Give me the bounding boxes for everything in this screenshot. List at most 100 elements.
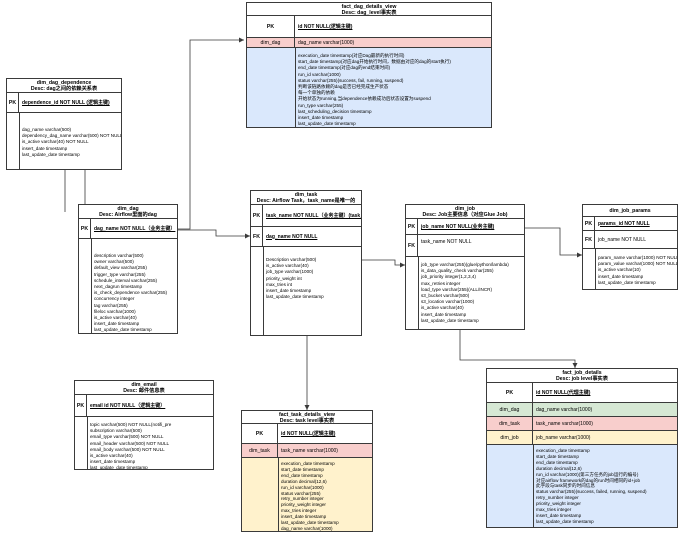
field-line: insert_date timestamp: [94, 321, 140, 327]
field-line: schedule_interval varchar(255): [94, 277, 158, 283]
field-line: last_update_date timestamp: [536, 518, 594, 524]
pk-field: email id NOT NULL（逻辑主键）: [90, 403, 166, 409]
dim-task-table[interactable]: dim_task Desc: Airflow Task，task_name是唯一…: [250, 190, 362, 336]
pk-field: dag_name NOT NULL（业务主键）: [94, 226, 176, 232]
pk-row: PK id NOT NULL(逻辑主键): [247, 16, 491, 38]
field-line: is_active varchar(40): [94, 315, 137, 321]
dim-job-params-table[interactable]: dim_job_params PK params_id NOT NULL FK …: [582, 204, 678, 290]
field-line: param_name varchar(1000) NOT NULL: [598, 255, 678, 260]
pk-row: PK job_name NOT NULL(业务主键): [406, 219, 524, 235]
field-line: email_header varchar(500) NOT NULL: [90, 440, 170, 446]
dim-email-table[interactable]: dim_email Desc: 邮件信息表 PK email id NOT NU…: [74, 380, 214, 470]
dim-dag-table[interactable]: dim_dag Desc: Airflow里面的dag PK dag_name …: [78, 204, 178, 334]
field-line: topic varchar(500) NOT NULL(notifi_pre: [90, 422, 172, 427]
fk-field: task_name NOT NULL: [421, 239, 472, 245]
table-description: Desc: dag_level事实表: [341, 10, 397, 17]
field-line: retry_number integer: [536, 495, 579, 501]
table-header: dim_email Desc: 邮件信息表: [75, 381, 213, 395]
fk-row: FK dag_name NOT NULL: [251, 227, 361, 247]
pk-field: id NOT NULL(逻辑主键): [281, 431, 336, 437]
field-line: run_id varchar(1000)(第三方任务的job运行的编号): [536, 471, 639, 477]
field-line: status varchar(255): [281, 490, 321, 496]
field-list: execution_date timestamp(对应Dag最新的执行时间)st…: [298, 53, 451, 127]
field-line: status varchar(255)(success, failed, run…: [536, 489, 647, 495]
fk-field: dag_name varchar(1000): [536, 406, 593, 413]
fields-body: execution_date timestamp(对应Dag最新的执行时间)st…: [247, 48, 491, 127]
fk-key: dim_dag: [247, 38, 295, 47]
fields-body: description varchar(500)owner varchar(50…: [79, 239, 177, 333]
table-header: fact_task_details_view Desc: task level事…: [242, 411, 372, 424]
field-line: duration decimal(12,6): [536, 465, 582, 471]
field-line: last_update_date timestamp: [94, 327, 152, 333]
field-line: last_update_date timestamp: [90, 465, 148, 470]
fk-row-job: dim_job job_name varchar(1000): [487, 431, 677, 445]
table-title: dim_dag_dependence: [36, 80, 92, 86]
field-line: 此字段与task同步的时间信息: [536, 483, 595, 489]
fk-field: job_name NOT NULL: [598, 236, 646, 243]
pk-row: PK task_name NOT NULL（业务主键）(task_name: [251, 205, 361, 227]
field-line: load_type varchar(255)(ALL/INCR): [421, 286, 492, 292]
field-line: dependency_dag_name varchar(500) NOT NUL…: [22, 133, 122, 139]
table-description: Desc: 邮件信息表: [123, 388, 165, 395]
fk-row: FK job_name NOT NULL: [583, 231, 677, 249]
table-description: Desc: dag之间的依赖关系表: [30, 86, 98, 93]
field-line: end_date timestamp: [281, 472, 323, 478]
field-line: s3_bucket varchar(500): [421, 293, 470, 299]
field-line: duration decimal(12,6): [281, 478, 327, 484]
field-line: fileloc varchar(1000): [94, 308, 136, 314]
pk-row: PK dependence_id NOT NULL (逻辑主键): [7, 93, 121, 113]
field-line: insert_date timestamp: [90, 459, 136, 465]
fk-field: dag_name NOT NULL: [266, 233, 318, 240]
pk-label: PK: [251, 205, 263, 226]
connector-dag-to-fact-dag: [178, 39, 244, 230]
field-list: job_type varchar(255)(glue/python/lambda…: [421, 262, 509, 324]
field-line: param_value varchar(1000) NOT NULL: [598, 261, 678, 267]
pk-field: task_name NOT NULL（业务主键）(task_name: [266, 213, 361, 219]
field-line: is_active varchar(40): [90, 453, 133, 459]
pk-label: PK: [583, 217, 595, 230]
field-line: default_view varchar(255): [94, 265, 147, 271]
table-header: dim_task Desc: Airflow Task，task_name是唯一…: [251, 191, 361, 205]
field-line: insert_date timestamp: [266, 288, 312, 294]
dim-dag-dependence-table[interactable]: dim_dag_dependence Desc: dag之间的依赖关系表 PK …: [6, 78, 122, 170]
field-line: Description varchar(500): [266, 257, 317, 262]
field-line: subscription varchar(500): [90, 428, 142, 434]
pk-label: PK: [487, 383, 533, 402]
field-line: 开始状态为running,当dependence依赖成功后状态设置为suspen…: [298, 96, 431, 102]
field-line: execution_date timestamp(对应Dag最新的执行时间): [298, 53, 405, 58]
table-header: dim_job_params: [583, 205, 677, 217]
fk-key: dim_dag: [487, 403, 533, 416]
field-line: max_retries integer: [421, 280, 461, 286]
fact-task-details-view-table[interactable]: fact_task_details_view Desc: task level事…: [241, 410, 373, 532]
table-title: dim_email: [131, 382, 157, 388]
dim-job-table[interactable]: dim_job Desc: Job主要信息（对应Glue Job) PK job…: [405, 204, 525, 330]
fk-row-dag: dim_dag dag_name varchar(1000): [487, 403, 677, 417]
fk-key: dim_task: [487, 417, 533, 430]
fact-job-details-table[interactable]: fact_job_details Desc: job level事实表 PK i…: [486, 368, 678, 528]
field-line: last_update_date timestamp: [22, 151, 80, 157]
field-line: job_type varchar(1000): [266, 269, 314, 275]
field-line: concurrency integer: [94, 296, 135, 302]
field-line: max_tries integer: [536, 507, 572, 513]
field-line: insert_date timestamp: [421, 311, 467, 317]
pk-row: PK dag_name NOT NULL（业务主键）: [79, 219, 177, 239]
field-list: Description varchar(500)is_active varcha…: [266, 257, 324, 300]
field-line: is_data_quality_check varchar(255): [421, 268, 494, 274]
field-line: run_type varchar(255): [298, 102, 344, 108]
field-line: max_tries integer: [281, 508, 317, 514]
field-line: run_id varchar(1000): [298, 71, 341, 77]
fk-field: task_name varchar(1000): [536, 420, 593, 427]
connector-dag-to-task: [178, 229, 250, 237]
pk-field: id NOT NULL(代理主键): [536, 390, 591, 396]
field-list: dag_name varchar(500)dependency_dag_name…: [22, 127, 122, 158]
field-line: last_update_date timestamp: [281, 520, 339, 526]
table-description: Desc: Airflow里面的dag: [99, 212, 157, 219]
table-title: dim_task: [294, 192, 318, 198]
table-description: Desc: job level事实表: [556, 376, 608, 383]
fact-dag-details-view-table[interactable]: fact_dag_details_view Desc: dag_level事实表…: [246, 2, 492, 128]
